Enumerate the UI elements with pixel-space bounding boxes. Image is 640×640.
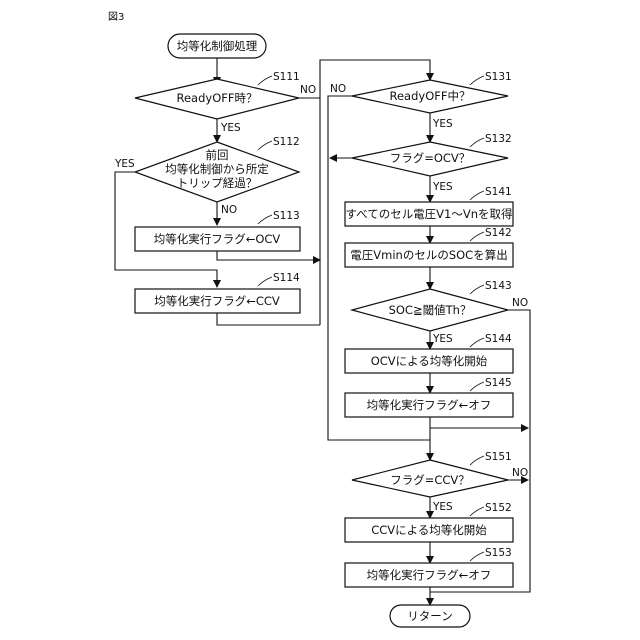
process-s113: 均等化実行フラグ←OCV [135,227,300,251]
end-terminator: リターン [390,605,470,627]
decision-s143: SOC≧閾値Th？ [352,289,508,331]
step-label-s141: S141 [485,186,512,198]
process-s153-text: 均等化実行フラグ←オフ [367,568,492,582]
decision-s151: フラグ=CCV？ [352,460,508,497]
process-s142: 電圧VminのセルのSOCを算出 [345,243,513,267]
s151-yes-label: YES [432,501,453,513]
process-s142-text: 電圧VminのセルのSOCを算出 [350,248,507,262]
s151-no-label: NO [512,467,528,479]
step-label-s142: S142 [485,227,512,239]
process-s141-text: すべてのセル電圧V1～Vnを取得 [345,207,512,221]
process-s114: 均等化実行フラグ←CCV [135,289,300,313]
step-label-s112: S112 [273,136,300,148]
process-s145-text: 均等化実行フラグ←オフ [367,398,492,412]
decision-s131-text: ReadyOFF中？ [390,89,471,103]
decision-s111: ReadyOFF時？ [135,79,299,119]
s131-no-label: NO [330,83,346,95]
step-label-s152: S152 [485,502,512,514]
decision-s151-text: フラグ=CCV？ [390,473,470,487]
decision-s112-line-2: 均等化制御から所定 [165,162,269,176]
s143-yes-label: YES [432,333,453,345]
decision-s143-text: SOC≧閾値Th？ [389,303,472,317]
decision-s132: フラグ=OCV？ [352,142,508,176]
start-label: 均等化制御処理 [177,39,258,53]
start-terminator: 均等化制御処理 [168,34,266,58]
decision-s131: ReadyOFF中？ [352,80,508,113]
process-s153: 均等化実行フラグ←オフ [345,563,513,587]
process-s145: 均等化実行フラグ←オフ [345,393,513,417]
step-label-s111: S111 [273,71,300,83]
decision-s112-line-3: トリップ経過？ [177,176,258,190]
process-s144: OCVによる均等化開始 [345,349,513,373]
s111-yes-label: YES [220,122,241,134]
process-s152: CCVによる均等化開始 [345,518,513,542]
step-label-s145: S145 [485,377,512,389]
s112-yes-label: YES [114,158,135,170]
s143-no-label: NO [512,297,528,309]
step-label-s131: S131 [485,71,512,83]
process-s152-text: CCVによる均等化開始 [371,523,487,537]
step-label-s151: S151 [485,451,512,463]
s131-yes-label: YES [432,118,453,130]
step-label-s132: S132 [485,133,512,145]
process-s113-text: 均等化実行フラグ←OCV [154,232,281,246]
step-label-s153: S153 [485,547,512,559]
figure-label: 図3 [108,11,124,23]
decision-s112: 前回 均等化制御から所定 トリップ経過？ [135,142,299,202]
decision-s111-text: ReadyOFF時？ [177,91,258,105]
process-s141: すべてのセル電圧V1～Vnを取得 [345,202,513,226]
decision-s132-text: フラグ=OCV？ [390,151,471,165]
step-label-s114: S114 [273,272,300,284]
decision-s112-line-1: 前回 [206,148,229,162]
process-s144-text: OCVによる均等化開始 [371,354,488,368]
process-s114-text: 均等化実行フラグ←CCV [154,294,280,308]
step-label-s113: S113 [273,210,300,222]
step-label-s143: S143 [485,280,512,292]
s132-yes-label: YES [432,181,453,193]
s112-no-label: NO [221,204,237,216]
s111-no-label: NO [300,84,316,96]
end-label: リターン [407,609,452,623]
step-label-s144: S144 [485,333,512,345]
